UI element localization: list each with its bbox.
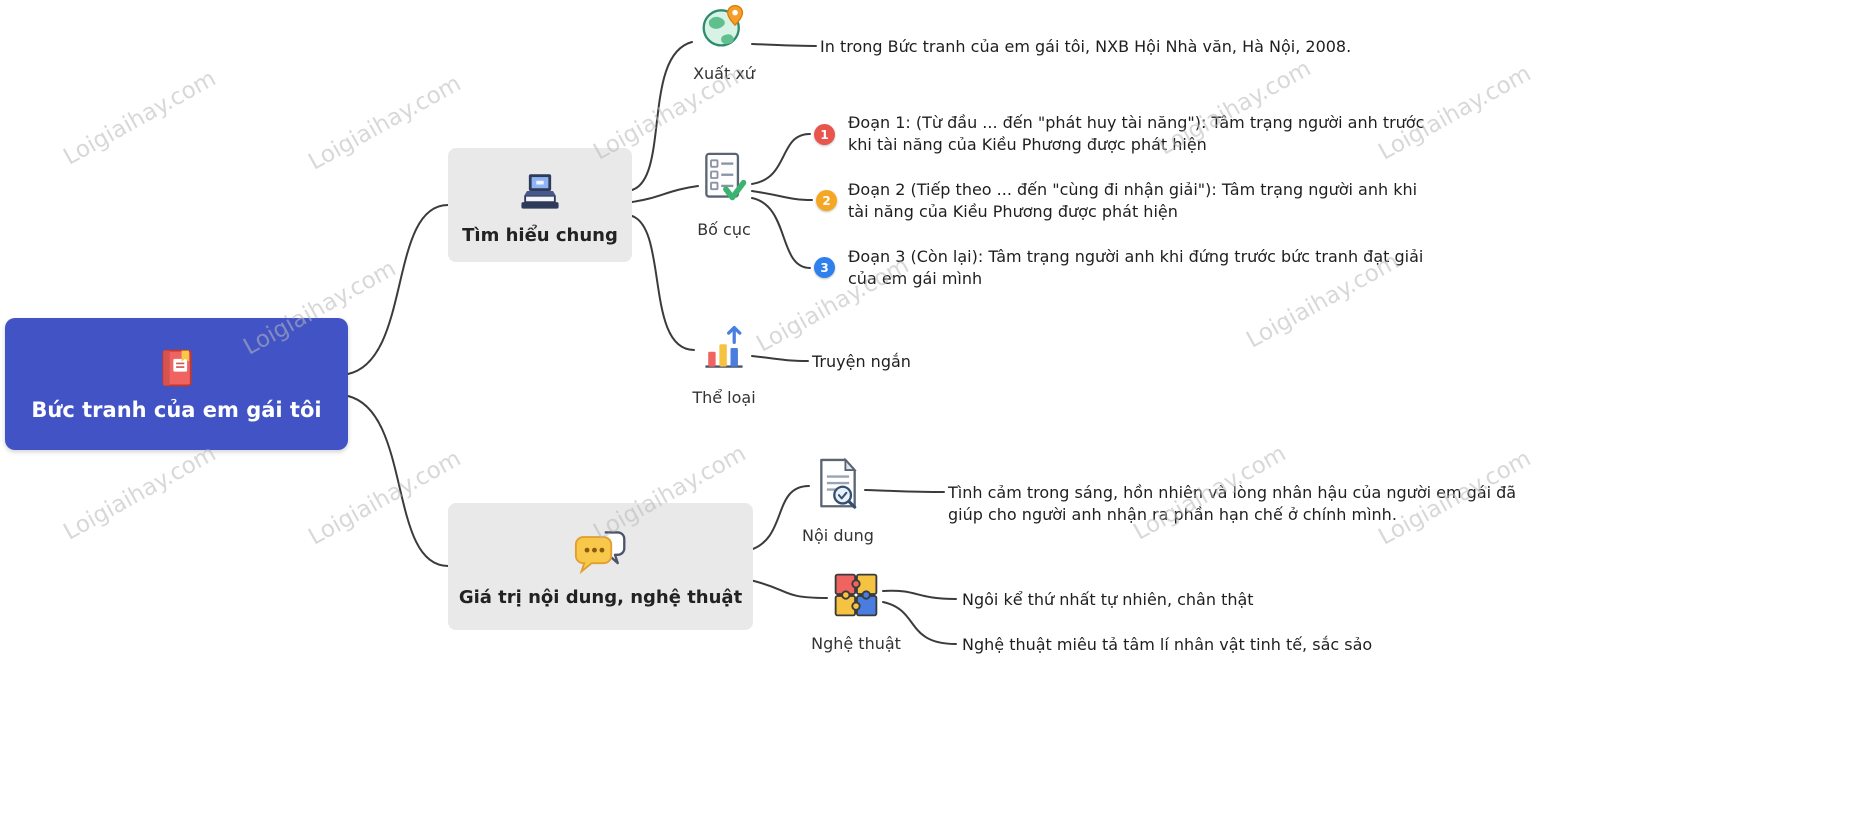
link-bocuc-doan1 (751, 133, 811, 185)
link-branch1-bocuc (631, 185, 699, 203)
checklist-icon (698, 150, 750, 206)
branch-tim-hieu-chung: Tìm hiểu chung (448, 148, 632, 262)
leaf-noi-dung: Nội dung (798, 456, 878, 545)
leaf-nghe-thuat: Nghệ thuật (811, 570, 901, 653)
leaf-label-bo-cuc: Bố cục (697, 220, 751, 239)
book-icon (155, 346, 199, 390)
leaf-bo-cuc: Bố cục (686, 150, 762, 239)
puzzle-icon (831, 570, 881, 620)
link-bocuc-doan3 (751, 197, 811, 269)
link-bocuc-doan2 (751, 190, 813, 201)
link-branch2-noidung (749, 485, 810, 551)
xuat-xu-text: In trong Bức tranh của em gái tôi, NXB H… (820, 37, 1352, 56)
root-label: Bức tranh của em gái tôi (31, 398, 322, 422)
link-theloai-text (751, 355, 809, 362)
globe-pin-icon (700, 2, 748, 50)
doan-2-text: Đoạn 2 (Tiếp theo ... đến "cùng đi nhận … (848, 180, 1418, 221)
link-branch1-theloai (631, 215, 695, 351)
doan-3-text: Đoạn 3 (Còn lại): Tâm trạng người anh kh… (848, 247, 1424, 288)
leaf-label-the-loai: Thể loại (692, 388, 756, 407)
branch-label-gia-tri: Giá trị nội dung, nghệ thuật (458, 587, 743, 608)
section-3-badge: 3 (814, 257, 835, 278)
link-nghethuat-item1 (882, 589, 957, 600)
the-loai-text: Truyện ngắn (812, 352, 911, 371)
link-root-branch1 (347, 204, 449, 375)
noi-dung-text: Tình cảm trong sáng, hồn nhiên và lòng n… (948, 483, 1517, 524)
leaf-label-nghe-thuat: Nghệ thuật (811, 634, 901, 653)
link-nghethuat-item2 (882, 601, 957, 645)
bar-chart-icon (698, 322, 750, 374)
link-noidung-text (864, 489, 945, 493)
section-1-badge: 1 (814, 124, 835, 145)
doan-1-text: Đoạn 1: (Từ đầu ... đến "phát huy tài nă… (848, 113, 1425, 154)
leaf-xuat-xu: Xuất xứ (686, 2, 762, 83)
leaf-the-loai: Thể loại (684, 322, 764, 407)
branch-label-tim-hieu-chung: Tìm hiểu chung (462, 224, 618, 246)
laptop-book-icon (514, 165, 566, 217)
root-node: Bức tranh của em gái tôi (5, 318, 348, 450)
branch-gia-tri: Giá trị nội dung, nghệ thuật (448, 503, 753, 630)
leaf-label-noi-dung: Nội dung (802, 526, 874, 545)
document-search-icon (813, 456, 863, 512)
nghe-thuat-text-2: Nghệ thuật miêu tả tâm lí nhân vật tinh … (962, 635, 1373, 654)
section-2-badge: 2 (816, 190, 837, 211)
link-branch2-nghethuat (749, 579, 828, 599)
link-root-branch2 (347, 395, 449, 567)
link-branch1-xuatxu (631, 41, 693, 191)
nghe-thuat-text-1: Ngôi kể thứ nhất tự nhiên, chân thật (962, 590, 1254, 609)
chat-bubbles-icon (571, 525, 631, 579)
link-xuatxu-text (751, 43, 817, 47)
leaf-label-xuat-xu: Xuất xứ (693, 64, 755, 83)
